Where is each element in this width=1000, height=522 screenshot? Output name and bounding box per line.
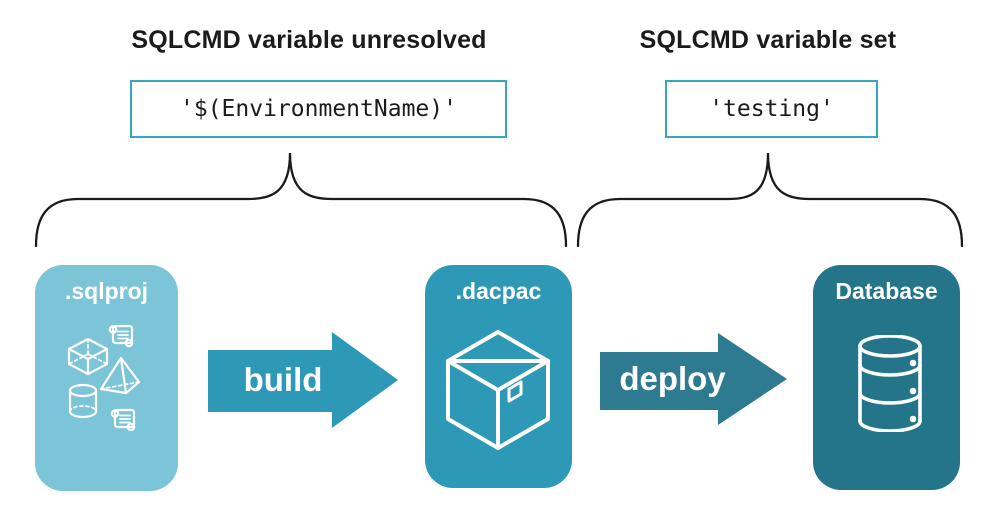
- build-label: build: [243, 361, 323, 398]
- right-annotation-title: SQLCMD variable set: [639, 26, 897, 54]
- build-arrow: build: [208, 330, 400, 430]
- sqlproj-card: .sqlproj: [35, 265, 178, 491]
- deploy-arrow-shape: [600, 333, 787, 425]
- right-code-text: 'testing': [709, 96, 834, 122]
- dacpac-label: .dacpac: [455, 278, 542, 304]
- script-icon: [110, 408, 136, 432]
- left-code-text: '$(EnvironmentName)': [180, 96, 457, 122]
- database-label: Database: [835, 278, 938, 304]
- left-annotation-title: SQLCMD variable unresolved: [131, 26, 487, 54]
- right-code-box: 'testing': [665, 80, 878, 138]
- deploy-arrow: deploy: [600, 331, 790, 427]
- dacpac-card: .dacpac: [425, 265, 572, 488]
- cylinder-icon: [68, 383, 98, 419]
- left-brace-icon: [34, 152, 568, 248]
- deploy-label: deploy: [619, 360, 726, 397]
- pyramid-icon: [99, 356, 141, 395]
- cube-icon: [67, 337, 109, 376]
- right-brace-icon: [576, 152, 964, 248]
- sqlproj-label: .sqlproj: [64, 278, 149, 304]
- sql-objects-icon: [67, 324, 141, 432]
- database-card: Database: [813, 265, 960, 490]
- script-icon: [108, 324, 134, 348]
- database-cylinder-icon: [858, 335, 922, 432]
- package-icon: [446, 330, 550, 450]
- left-code-box: '$(EnvironmentName)': [130, 80, 507, 138]
- build-arrow-shape: [208, 332, 398, 428]
